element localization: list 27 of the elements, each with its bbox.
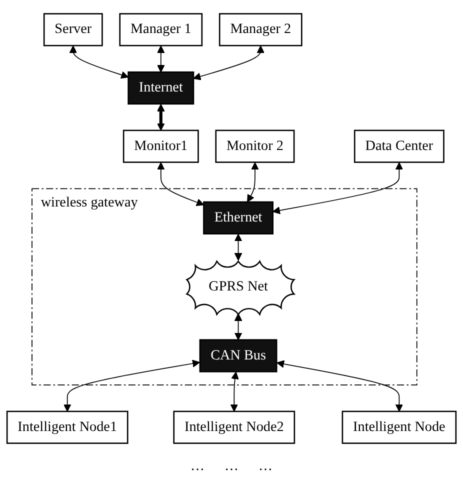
node-box: Ethernet [203, 201, 274, 234]
arrow [157, 46, 165, 72]
arrow [69, 46, 129, 79]
node-box: Data Center [354, 130, 444, 163]
arrow [157, 162, 204, 206]
arrow [193, 46, 265, 80]
node-box: Intelligent Node [342, 410, 457, 444]
node-box: Monitor 2 [215, 130, 295, 163]
arrow [230, 372, 239, 412]
node-box: Monitor1 [122, 130, 199, 163]
node-box: Manager 1 [119, 13, 203, 46]
node-box: CAN Bus [199, 339, 278, 372]
node-box: Server [43, 13, 103, 46]
arrow [234, 313, 242, 340]
arrow [272, 162, 404, 214]
ellipsis-text: … [258, 459, 272, 475]
ellipsis-text: … [190, 459, 204, 475]
arrow [157, 104, 165, 131]
node-box: Intelligent Node2 [173, 410, 296, 444]
node-box: Internet [128, 71, 194, 105]
node-box: Intelligent Node1 [6, 410, 128, 444]
node-box: Manager 2 [218, 13, 302, 46]
arrow [247, 162, 259, 202]
ellipsis-text: … [224, 459, 238, 475]
arrow [63, 360, 200, 412]
arrow [276, 360, 404, 412]
arrow [234, 234, 242, 261]
